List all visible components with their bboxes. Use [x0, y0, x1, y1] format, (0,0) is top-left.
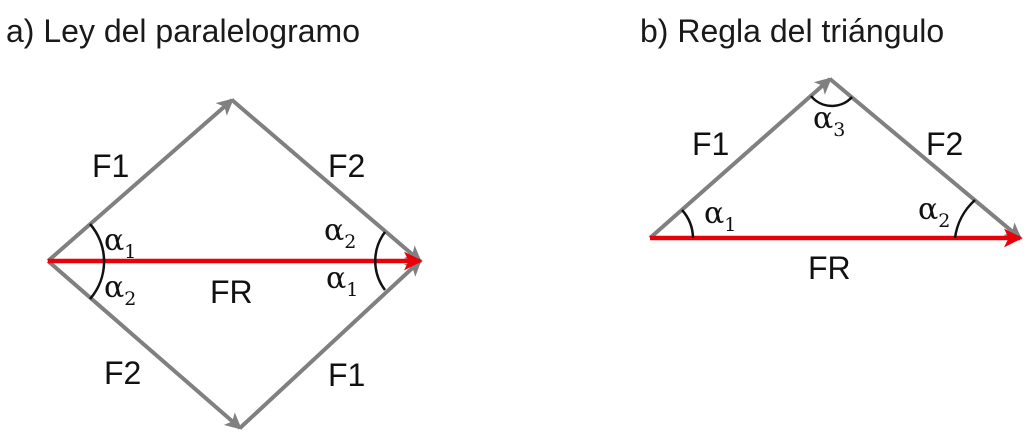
- panel-a-title: a) Ley del paralelogramo: [6, 13, 360, 49]
- label-f1-top: F1: [92, 148, 129, 184]
- angle-arc-triangle-left: [681, 209, 695, 239]
- panel-a-parallelogram: a) Ley del paralelogramo F1 F2 F2 F1 FR …: [6, 13, 423, 430]
- vector-f2-bottom: [46, 259, 242, 430]
- label-f2-top: F2: [328, 148, 365, 184]
- angle-label-left-upper: α1: [104, 223, 136, 263]
- angle-label-right-lower: α1: [326, 261, 358, 301]
- panel-b-title: b) Regla del triángulo: [640, 13, 944, 49]
- label-fr-a: FR: [210, 274, 253, 310]
- vector-f1-top: [46, 98, 234, 263]
- angle-arc-triangle-right: [953, 199, 976, 239]
- label-f2-bottom: F2: [104, 355, 141, 391]
- vector-f2-top: [230, 98, 422, 263]
- angle-arc-left: [89, 223, 106, 300]
- angle-label-triangle-left: α1: [704, 196, 736, 236]
- angle-arc-apex: [810, 95, 853, 108]
- label-f1-triangle: F1: [692, 126, 729, 162]
- angle-label-left-lower: α2: [104, 270, 136, 310]
- vector-f1-triangle: [648, 77, 832, 240]
- vector-f2-triangle: [828, 77, 1022, 240]
- panel-b-triangle: b) Regla del triángulo F1 F2 FR α3 α1 α2: [640, 13, 1023, 286]
- angle-arc-right: [374, 231, 387, 291]
- label-fr-b: FR: [808, 250, 851, 286]
- vector-f1-bottom: [238, 259, 422, 430]
- angle-label-right-upper: α2: [324, 213, 356, 253]
- label-f2-triangle: F2: [926, 126, 963, 162]
- angle-label-apex: α3: [813, 101, 845, 141]
- label-f1-bottom: F1: [328, 357, 365, 393]
- angle-label-triangle-right: α2: [918, 192, 950, 232]
